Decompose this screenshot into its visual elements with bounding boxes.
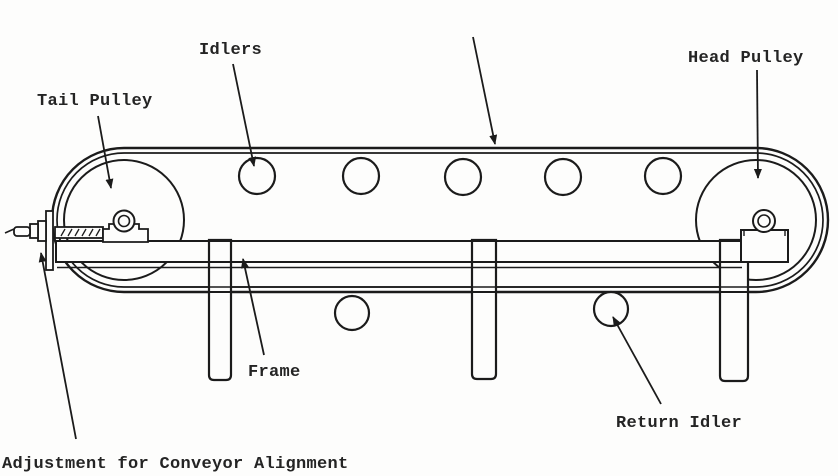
frame-leg-left xyxy=(207,238,233,382)
frame-leg-right xyxy=(718,238,750,383)
leader-arrow-idlers xyxy=(232,63,257,167)
idler-circle-3 xyxy=(443,157,483,197)
frame-leg-middle xyxy=(470,238,498,381)
head-pulley-wheel xyxy=(695,159,817,281)
return-idler-circle-2 xyxy=(592,290,630,328)
label-head-pulley: Head Pulley xyxy=(688,49,804,68)
leader-arrow-return-idler xyxy=(612,316,662,405)
idler-circle-5 xyxy=(643,156,683,196)
idler-circle-1 xyxy=(237,156,277,196)
frame-rail xyxy=(55,240,744,263)
screw-rod-end xyxy=(13,226,31,237)
label-idlers: Idlers xyxy=(199,41,262,60)
leader-arrow-belt-cropped xyxy=(472,36,498,145)
head-bearing-pedestal xyxy=(740,209,789,263)
label-tail-pulley: Tail Pulley xyxy=(37,92,153,111)
label-adjustment: Adjustment for Conveyor Alignment xyxy=(2,455,349,474)
adjust-nut-inner xyxy=(29,223,39,239)
leader-arrow-tail-pulley xyxy=(97,115,114,189)
leader-arrow-frame xyxy=(241,258,265,356)
return-idler-circle-1 xyxy=(333,294,371,332)
take-up-bracket-plate xyxy=(45,210,54,271)
idler-circle-2 xyxy=(341,156,381,196)
head-bearing-bore xyxy=(757,214,771,228)
top-idlers xyxy=(237,156,683,197)
adjust-nut-outer xyxy=(37,220,47,242)
screw-thread-hatching xyxy=(60,228,101,237)
tail-pulley-wheel xyxy=(63,159,185,281)
label-return-idler: Return Idler xyxy=(616,414,742,433)
leader-arrow-head-pulley xyxy=(753,69,762,179)
tail-bearing-pedestal xyxy=(102,209,149,243)
conveyor-belt xyxy=(50,146,830,294)
leader-arrow-adjustment xyxy=(38,252,77,440)
label-frame: Frame xyxy=(248,363,301,382)
idler-circle-4 xyxy=(543,157,583,197)
tail-bearing-bore xyxy=(117,214,131,228)
annotations: Idlers Head Pulley Tail Pulley Frame Ret… xyxy=(2,41,804,474)
